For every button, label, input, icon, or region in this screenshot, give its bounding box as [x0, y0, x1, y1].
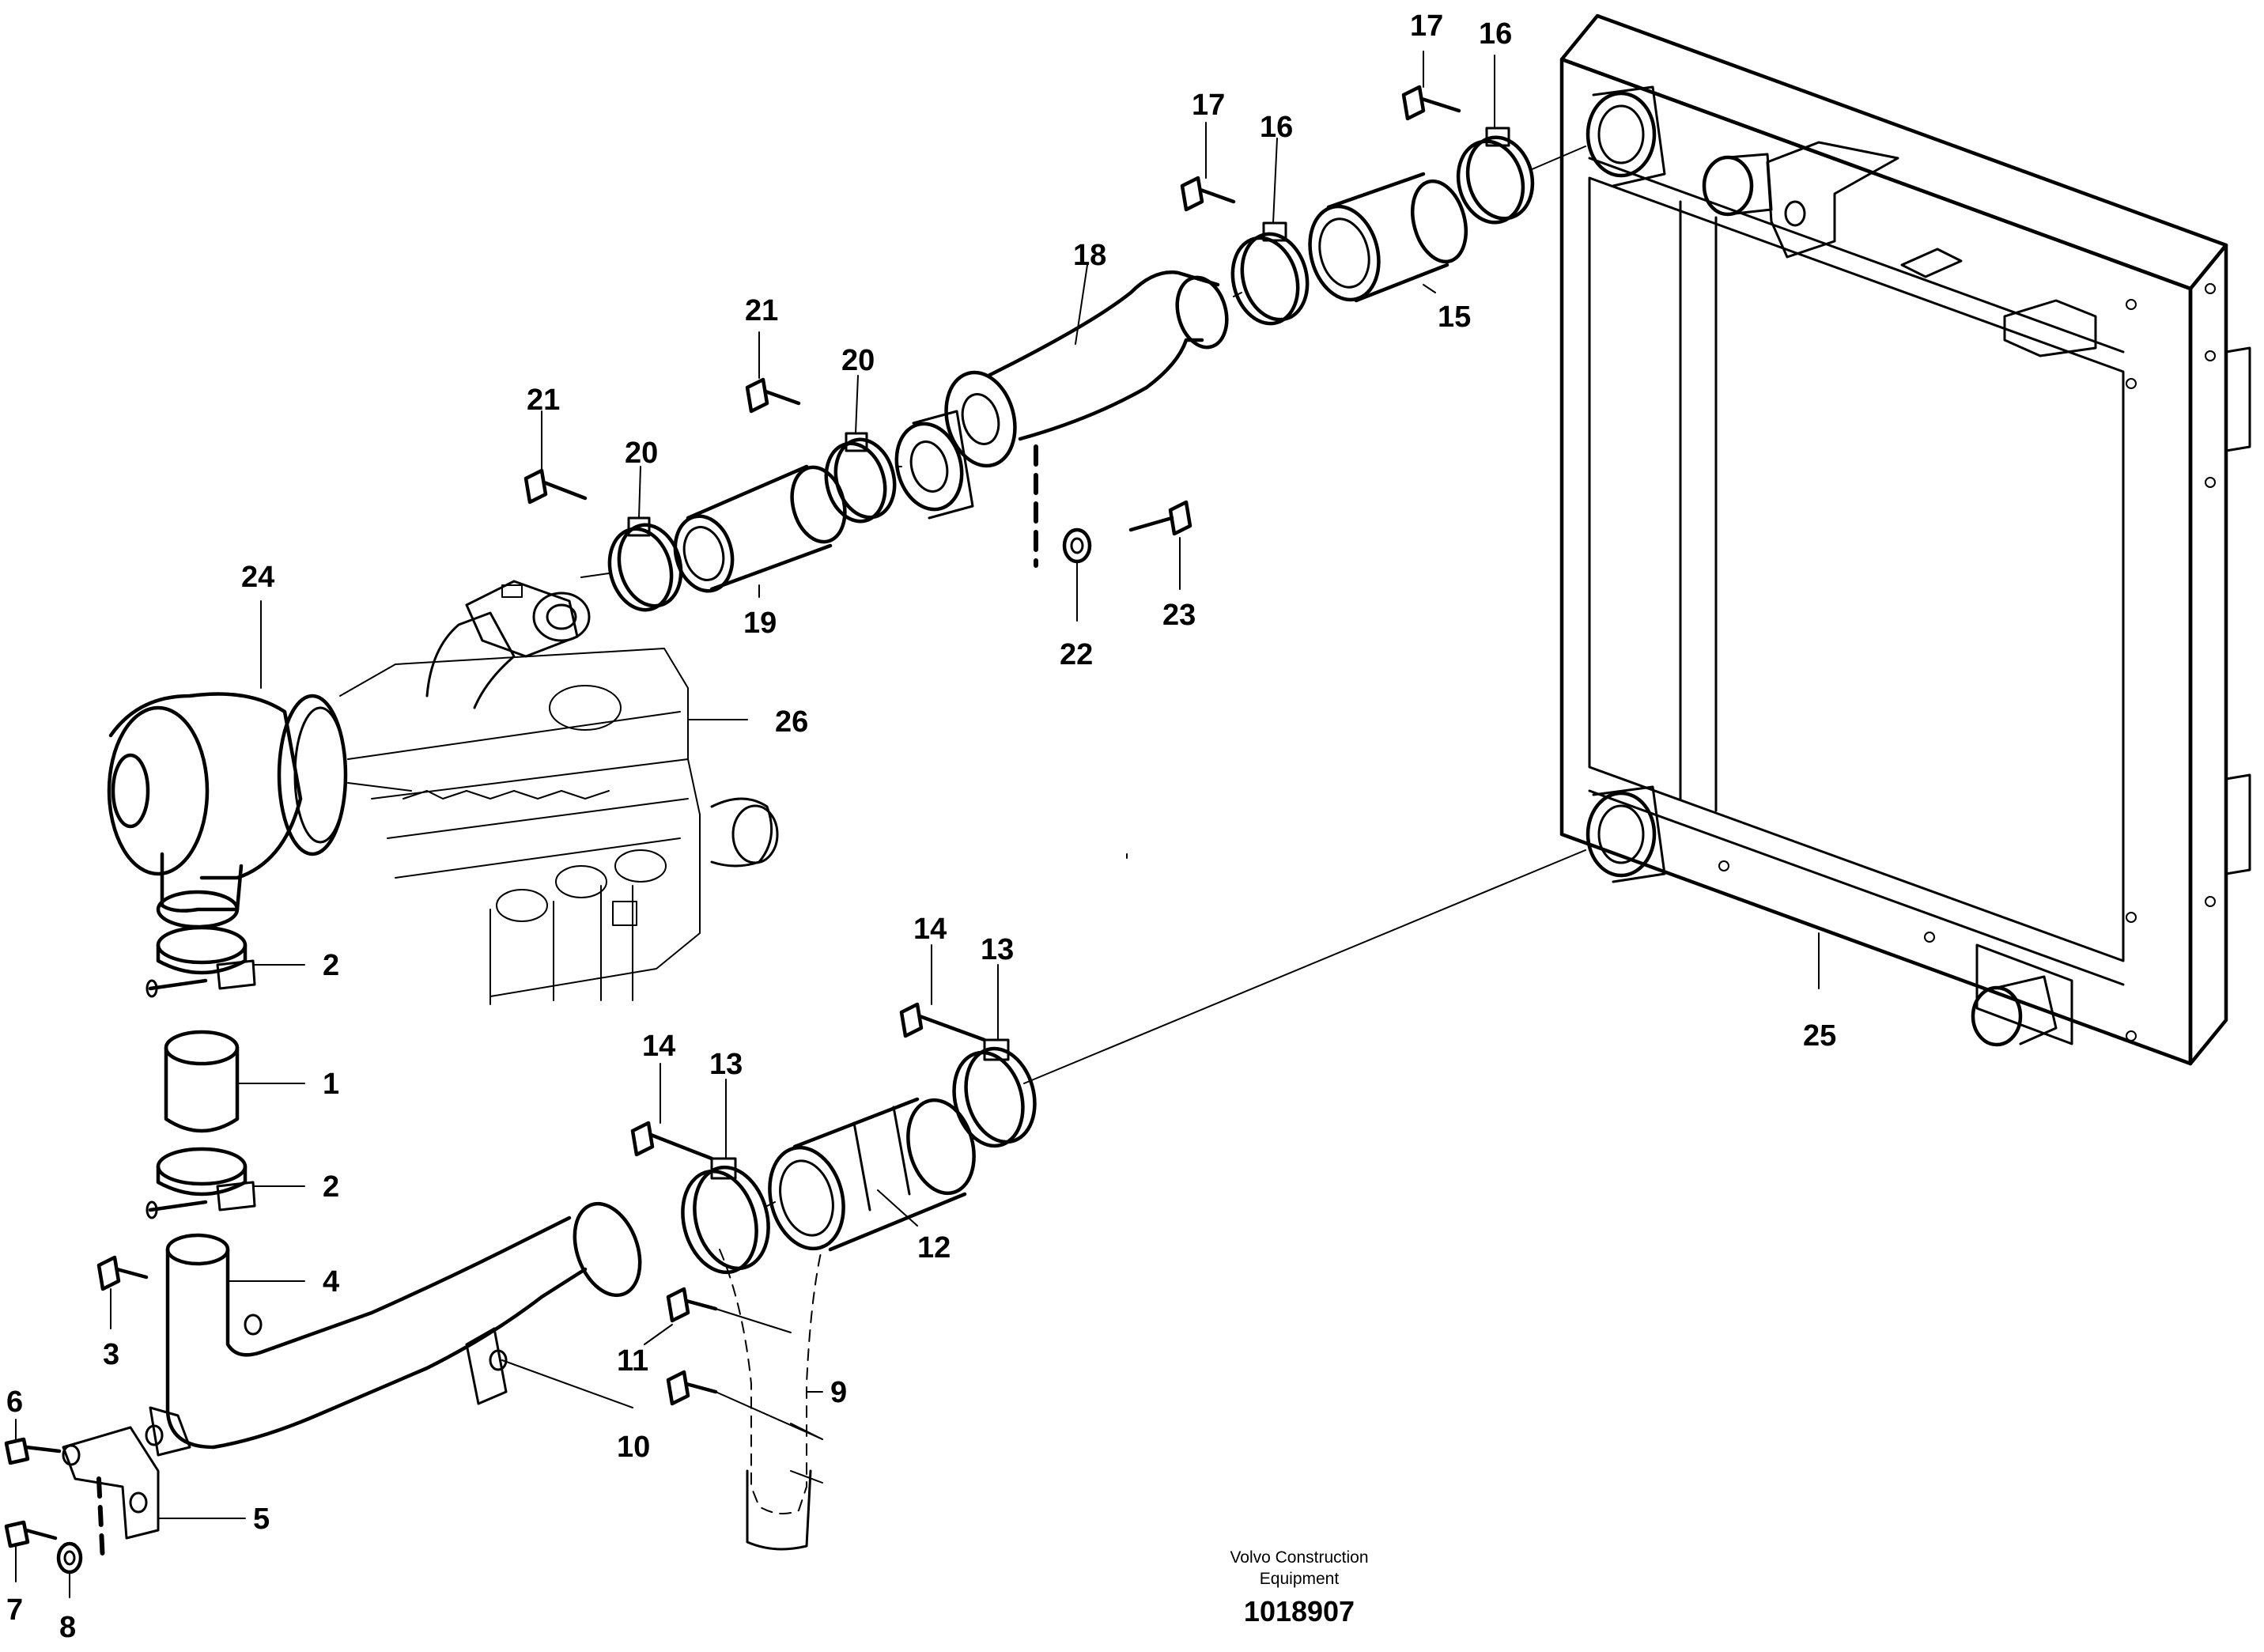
callout-20: 20: [625, 437, 658, 470]
callout-16: 16: [1260, 111, 1293, 144]
turbo-elbow: [107, 692, 348, 929]
hose-and-clamps: [146, 925, 256, 1219]
callout-16: 16: [1479, 17, 1512, 51]
callout-19: 19: [743, 607, 777, 640]
callout-20: 20: [841, 344, 875, 377]
intake-pipe: [62, 1201, 642, 1540]
callout-8: 8: [59, 1611, 76, 1644]
callout-23: 23: [1162, 599, 1196, 632]
callout-15: 15: [1438, 301, 1471, 334]
caption-block: Volvo Construction Equipment 1018907: [1230, 1548, 1368, 1627]
callout-9: 9: [830, 1376, 847, 1409]
caption-equipment: Equipment: [1260, 1570, 1340, 1588]
callout-21: 21: [527, 384, 560, 417]
upper-charge-pipe: [523, 85, 1535, 612]
callout-14: 14: [642, 1030, 675, 1063]
fasteners-lower-left: [4, 1255, 149, 1575]
callout-21: 21: [745, 294, 778, 327]
leader-lines: [15, 51, 1820, 1598]
callout-6: 6: [6, 1385, 23, 1419]
bracket-and-bolts: [666, 1245, 823, 1551]
callout-13: 13: [981, 933, 1014, 966]
callout-11: 11: [617, 1344, 648, 1378]
callout-7: 7: [6, 1593, 23, 1627]
callout-3: 3: [103, 1338, 119, 1371]
callout-labels: 17 16 17 16 18 15 21 20 21 20 19 22 23 2…: [6, 9, 1836, 1644]
callout-25: 25: [1803, 1019, 1836, 1053]
callout-22: 22: [1060, 638, 1093, 671]
callout-10: 10: [617, 1431, 650, 1464]
engine-block: [339, 580, 779, 1005]
callout-18: 18: [1073, 239, 1106, 272]
callout-5: 5: [253, 1503, 270, 1536]
callout-4: 4: [323, 1265, 339, 1299]
callout-17: 17: [1410, 9, 1443, 43]
callout-1: 1: [323, 1068, 339, 1101]
callout-13: 13: [709, 1048, 743, 1081]
callout-24: 24: [241, 561, 274, 594]
callout-26: 26: [775, 705, 808, 739]
callout-12: 12: [917, 1231, 951, 1265]
caption-company: Volvo Construction: [1230, 1548, 1368, 1567]
callout-2: 2: [323, 1170, 339, 1204]
charge-air-cooler: [1559, 13, 2251, 1066]
callout-17: 17: [1192, 89, 1225, 122]
drawing-number: 1018907: [1244, 1595, 1355, 1627]
lower-charge-hose: [630, 1002, 1037, 1275]
callout-2: 2: [323, 949, 339, 982]
callout-14: 14: [913, 913, 947, 946]
